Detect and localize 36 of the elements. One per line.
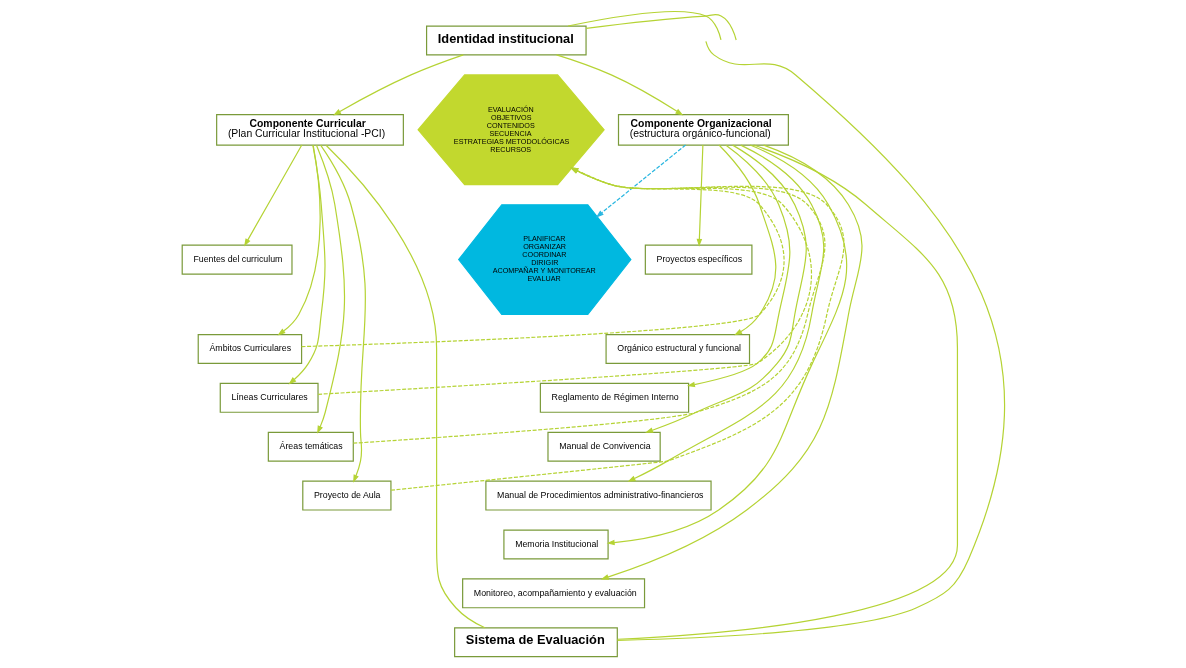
node-box: Fuentes del curriculum <box>181 244 293 275</box>
arrow <box>319 144 366 483</box>
node-box: Orgánico estructural y funcional <box>605 333 750 364</box>
arrow <box>600 144 863 580</box>
arrow <box>287 144 326 385</box>
node-box: Manual de Procedimientos administrativo-financieros <box>484 480 712 511</box>
node-box: Ámbitos Curriculares <box>197 333 302 364</box>
node-box: Memoria Institucional <box>502 529 609 560</box>
arrow <box>627 144 824 482</box>
node-box: Líneas Curriculares <box>219 382 319 413</box>
connector <box>616 144 958 640</box>
arrow <box>317 167 812 395</box>
node-box: Identidad institucional <box>425 25 587 56</box>
node-box: Sistema de Evaluación <box>453 627 618 658</box>
connector <box>566 11 722 41</box>
arrow <box>300 167 785 348</box>
node-box: Manual de Convivencia <box>546 431 661 462</box>
node-box: Áreas temáticas <box>267 431 354 462</box>
arrow <box>595 144 686 218</box>
node-box: Monitoreo, acompañamiento y evaluación <box>461 578 645 609</box>
node-box: Componente Curricular (Plan Curricular Institucional -PCI) <box>215 114 404 146</box>
connector <box>324 144 485 629</box>
arrow <box>352 167 825 444</box>
arrow <box>686 144 790 388</box>
arrow <box>696 144 703 247</box>
arrow <box>390 167 844 491</box>
arrow <box>315 144 345 434</box>
node-box: Proyecto de Aula <box>301 480 392 511</box>
arrow <box>717 144 776 336</box>
arrow <box>332 54 464 116</box>
arrow <box>555 54 683 116</box>
node-box: Reglamento de Régimen Interno <box>539 382 689 413</box>
connector <box>585 13 737 41</box>
arrow <box>243 144 302 247</box>
node-box: Proyectos específicos <box>644 244 752 275</box>
node-box: Componente Organizacional (estructura orgánico-funcional) <box>617 114 789 146</box>
